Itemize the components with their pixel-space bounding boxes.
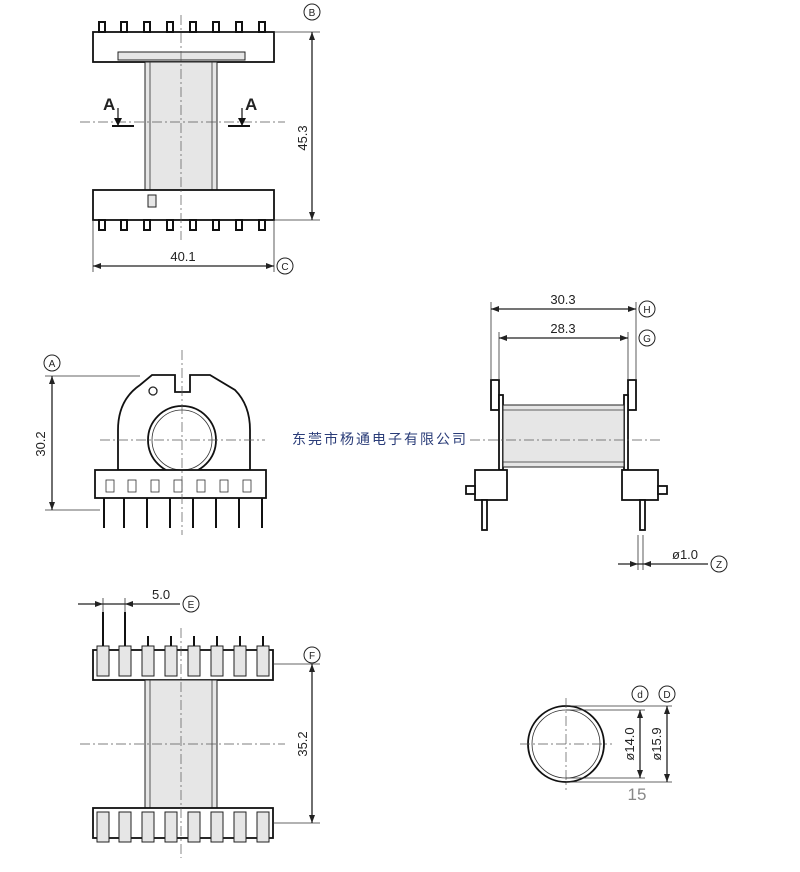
dim-pin-dia: ø1.0 [672,547,698,562]
callout-d-small: d [637,690,643,701]
dim-45-3: 45.3 [295,125,310,150]
section-mark-right: A [245,95,257,114]
callout-b: B [309,8,316,19]
dim-5-0: 5.0 [152,587,170,602]
callout-h: H [643,305,650,316]
dim-30-3: 30.3 [550,292,575,307]
dim-28-3: 28.3 [550,321,575,336]
dim-dia-15-9: ø15.9 [649,727,664,760]
callout-z: Z [716,560,722,571]
front-view: 30.2 A [33,350,267,535]
dim-30-2: 30.2 [33,431,48,456]
top-view: A A 45.3 B 40.1 C [80,3,321,275]
callout-c: C [281,262,288,273]
callout-a: A [49,359,56,370]
dim-40-1: 40.1 [170,249,195,264]
footer-number: 15 [628,785,647,804]
bottom-view: 5.0 E 35.2 F [78,587,321,858]
watermark-text: 东莞市杨通电子有限公司 [292,431,468,447]
callout-g: G [643,334,651,345]
dim-35-2: 35.2 [295,731,310,756]
bore-detail: ø14.0 d ø15.9 D 15 [520,685,676,804]
callout-e: E [188,600,195,611]
callout-d-large: D [663,690,670,701]
section-mark-left: A [103,95,115,114]
callout-f: F [309,651,315,662]
side-view: 30.3 H 28.3 G ø1.0 Z [465,292,728,573]
dim-dia-14: ø14.0 [622,727,637,760]
